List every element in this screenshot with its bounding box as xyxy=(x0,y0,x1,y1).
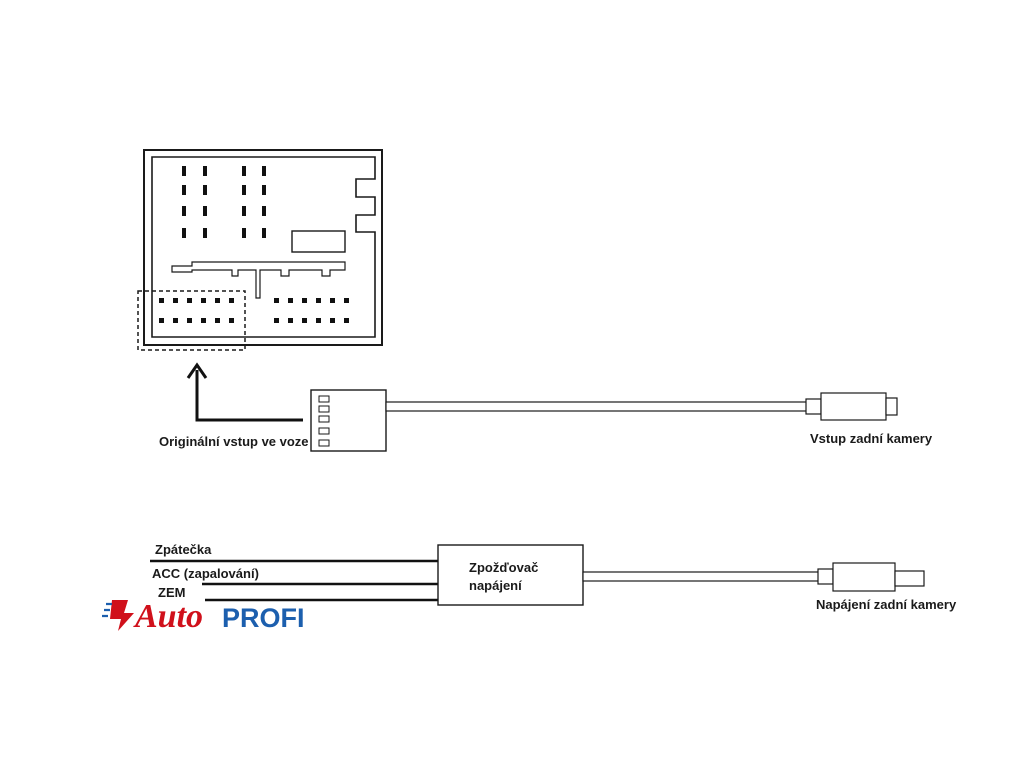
lightning-bolt-icon xyxy=(102,600,134,631)
rca-plug-collar xyxy=(805,398,822,415)
vertical-pin-block xyxy=(182,166,266,238)
connector-rail xyxy=(171,261,346,299)
power-output-cable xyxy=(582,562,925,592)
power-wires xyxy=(150,559,439,602)
rca-plug-body xyxy=(820,392,887,421)
connector-inner-outline xyxy=(151,156,376,338)
head-unit-connector xyxy=(137,149,383,351)
delay-label-line2: napájení xyxy=(469,578,522,593)
delay-label-line1: Zpožďovač xyxy=(469,560,538,575)
power-plug-tip xyxy=(894,570,925,587)
power-cable-wire xyxy=(582,571,820,582)
power-delay-module xyxy=(437,544,584,606)
square-pin-block xyxy=(159,298,349,323)
autoprofi-logo: Auto PROFI xyxy=(102,598,305,635)
highlighted-pin-area xyxy=(137,290,246,351)
logo-profi-text: PROFI xyxy=(222,603,305,633)
camera-power-label: Napájení zadní kamery xyxy=(816,597,957,612)
camera-input-label: Vstup zadní kamery xyxy=(810,431,933,446)
connection-arrow xyxy=(186,362,303,422)
original-input-label: Originální vstup ve voze xyxy=(159,434,309,449)
adapter-cable-wire xyxy=(385,401,809,412)
power-plug-body xyxy=(832,562,896,592)
connector-key-slot xyxy=(291,230,346,253)
ground-label: ZEM xyxy=(158,585,185,600)
logo-auto-text: Auto xyxy=(133,598,203,635)
power-plug-collar xyxy=(817,568,834,585)
adapter-cable xyxy=(310,389,898,452)
acc-label: ACC (zapalování) xyxy=(152,566,259,581)
rca-plug-tip xyxy=(885,397,898,416)
adapter-plug-pins xyxy=(318,395,330,447)
reverse-label: Zpátečka xyxy=(155,542,212,557)
